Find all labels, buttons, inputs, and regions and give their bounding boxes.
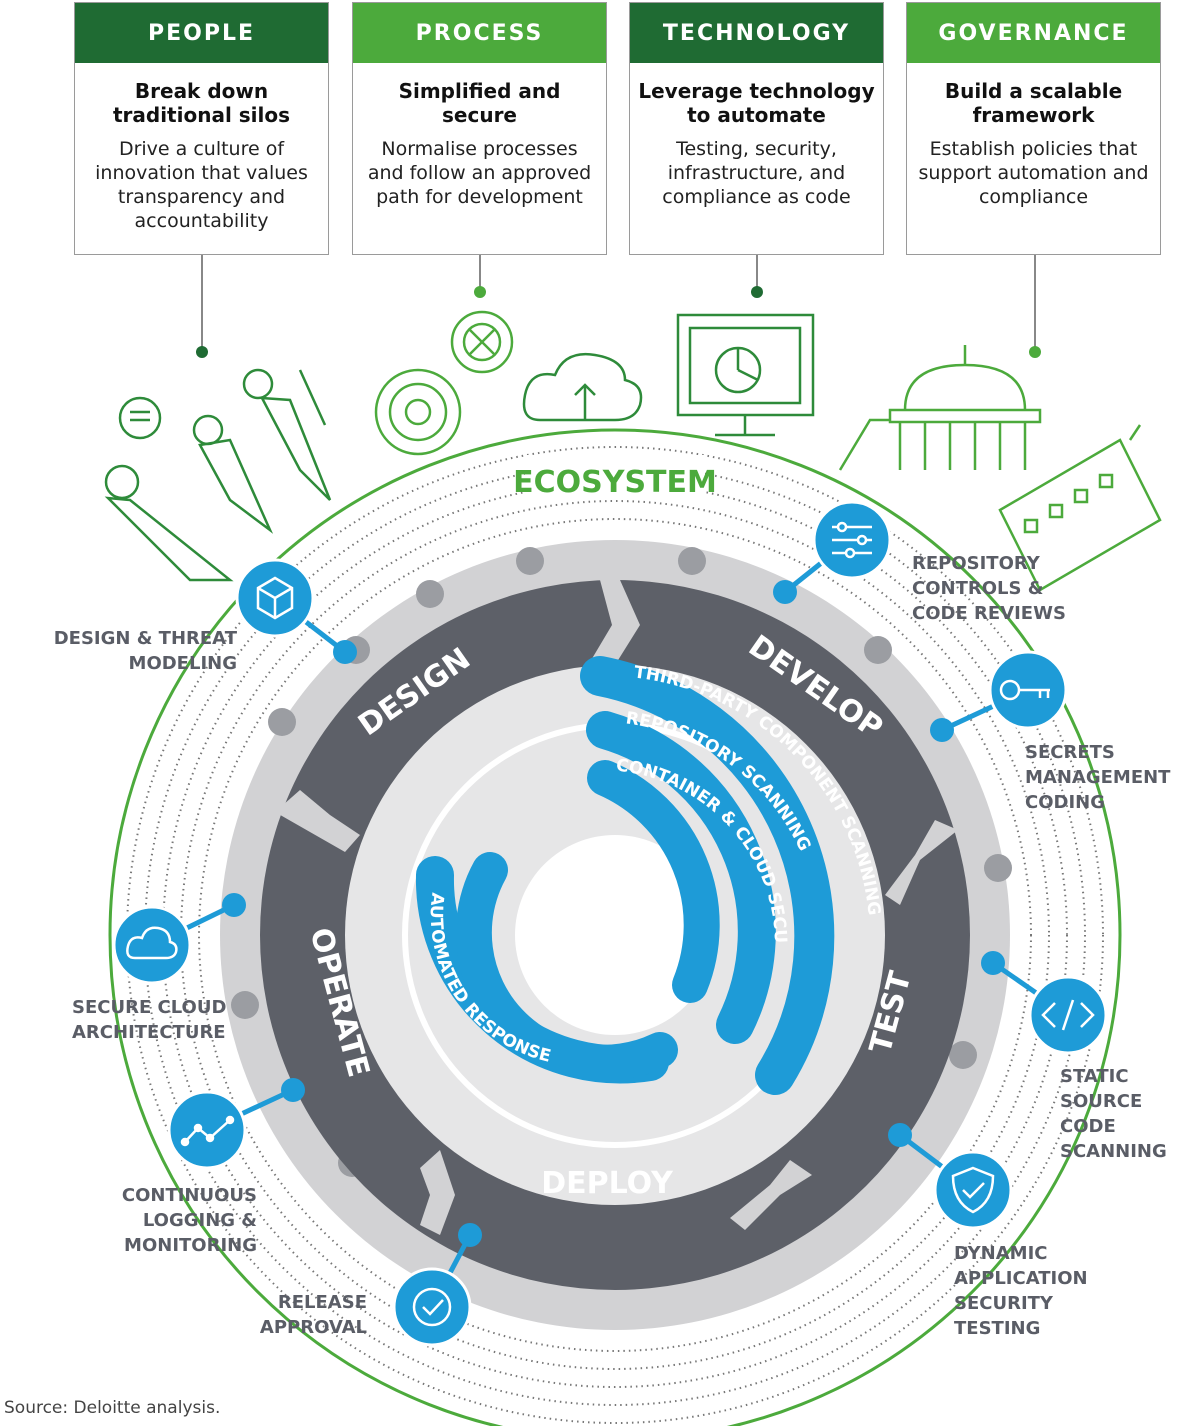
connector-dot [474,286,486,298]
badge-secrets [930,652,1066,742]
badge-repo-controls [773,502,890,604]
pillar-connectors [202,255,1035,352]
stage-deploy: DEPLOY [541,1166,674,1201]
monitor-chart-icon [678,315,813,435]
capitol-building-icon [840,345,1040,470]
connector-dot [196,346,208,358]
badge-design-threat [237,560,357,664]
source-note: Source: Deloitte analysis. [4,1398,220,1418]
ecosystem-label: ECOSYSTEM [513,465,717,500]
cloud-upload-icon [524,354,641,420]
gears-icon [376,312,512,454]
connector-dot [751,286,763,298]
connector-dot [1029,346,1041,358]
sliders-icon [832,523,872,557]
people-icon [106,370,330,580]
